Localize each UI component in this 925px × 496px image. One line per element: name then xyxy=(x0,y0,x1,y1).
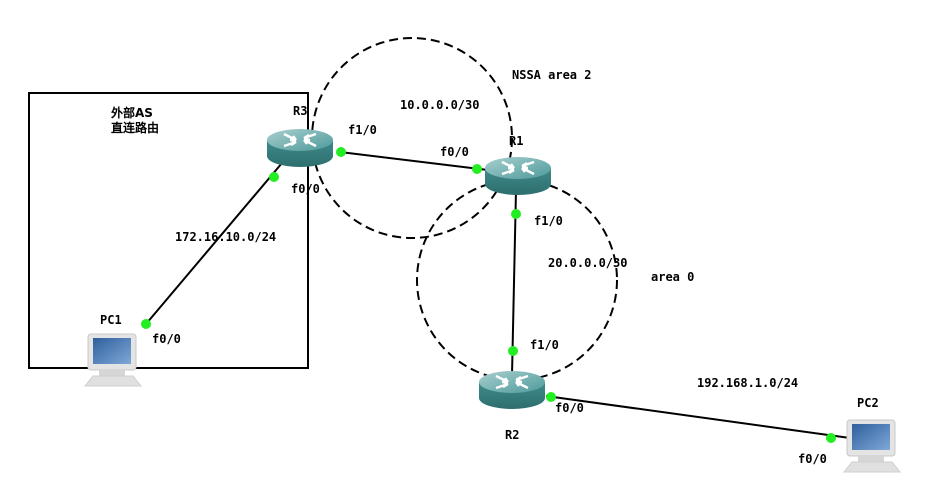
interface-label-r3-f1: f1/0 xyxy=(348,123,377,137)
subnet-label-r2-pc2: 192.168.1.0/24 xyxy=(697,376,799,390)
link-r2-pc2[interactable] xyxy=(545,395,851,439)
nssa-area-label: NSSA area 2 xyxy=(512,68,592,82)
external-as-label: 外部AS xyxy=(111,106,153,120)
device-label-pc2: PC2 xyxy=(857,396,879,410)
link-pc1-r3[interactable] xyxy=(145,162,283,325)
nssa-area-circle xyxy=(311,37,513,239)
subnet-label-r3-r1: 10.0.0.0/30 xyxy=(400,98,480,112)
device-label-r3: R3 xyxy=(293,104,308,118)
interface-label-r1-f0: f0/0 xyxy=(440,145,469,159)
status-dot-r3-f1 xyxy=(336,147,346,157)
subnet-label-pc1-r3: 172.16.10.0/24 xyxy=(175,230,277,244)
interface-label-r3-f0: f0/0 xyxy=(291,182,320,196)
device-label-pc1: PC1 xyxy=(100,313,122,327)
status-dot-r2-f1 xyxy=(508,346,518,356)
status-dot-r1-f0 xyxy=(472,164,482,174)
device-label-r1: R1 xyxy=(509,134,524,148)
direct-route-label: 直连路由 xyxy=(111,121,160,135)
status-dot-r2-f0 xyxy=(546,392,556,402)
interface-label-r2-f0: f0/0 xyxy=(555,401,584,415)
interface-label-pc2-f0: f0/0 xyxy=(798,452,827,466)
status-dot-r1-f1 xyxy=(511,209,521,219)
router-r2[interactable] xyxy=(477,369,547,411)
subnet-label-r1-r2: 20.0.0.0/30 xyxy=(548,256,628,270)
status-dot-r3-f0 xyxy=(269,172,279,182)
router-r1[interactable] xyxy=(483,155,553,197)
link-r1-r2[interactable] xyxy=(511,189,517,376)
router-r3[interactable] xyxy=(265,127,335,169)
interface-label-r1-f1: f1/0 xyxy=(534,214,563,228)
area0-label: area 0 xyxy=(651,270,695,284)
interface-label-r2-f1: f1/0 xyxy=(530,338,559,352)
link-r3-r1[interactable] xyxy=(339,151,489,171)
pc1-computer-icon[interactable] xyxy=(84,333,142,387)
device-label-r2: R2 xyxy=(505,428,520,442)
status-dot-pc1-f0 xyxy=(141,319,151,329)
status-dot-pc2-f0 xyxy=(826,433,836,443)
external-as-box xyxy=(28,92,309,369)
pc2-computer-icon[interactable] xyxy=(843,419,901,473)
interface-label-pc1-f0: f0/0 xyxy=(152,332,181,346)
